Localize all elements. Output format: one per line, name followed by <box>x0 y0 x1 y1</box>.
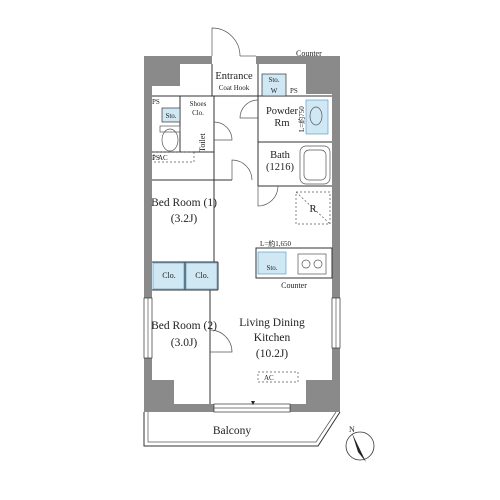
bath-size-label: (1216) <box>266 162 294 173</box>
counter-kitchen-label: Counter <box>281 281 307 290</box>
shoes-clo-label: Clo. <box>192 109 204 117</box>
coat-hook-label: Coat Hook <box>219 84 250 92</box>
kitchen-dim-label: L=約1,650 <box>260 239 291 248</box>
powder-dim-label: L=約750 <box>297 106 306 132</box>
outer-walls <box>144 56 340 412</box>
doors <box>209 27 279 353</box>
entrance-label: Entrance <box>215 71 253 82</box>
sto-w-label: Sto. <box>268 76 279 84</box>
north-label: N <box>349 425 355 434</box>
interior-walls <box>152 64 333 404</box>
clo-a-label: Clo. <box>162 271 176 280</box>
toilet-label: Toilet <box>198 133 207 152</box>
bedroom1-label: Bed Room (1) <box>151 197 217 209</box>
balcony-label: Balcony <box>213 425 252 437</box>
fixtures <box>152 73 331 383</box>
ldk-label-line2: Kitchen <box>254 332 291 344</box>
ac-left-label: AC <box>158 154 168 162</box>
refrigerator-label: R <box>309 204 316 215</box>
bedroom2-label: Bed Room (2) <box>151 320 217 332</box>
north-arrow: N <box>345 425 375 462</box>
sto-left-label: Sto. <box>165 112 176 120</box>
ps-left-label: PS <box>152 98 160 106</box>
compass-needle-icon <box>352 433 366 462</box>
ldk-size-label: (10.2J) <box>256 348 288 360</box>
shoes-label: Shoes <box>190 100 207 108</box>
room-labels: Entrance Coat Hook Sto. W Counter PS PS … <box>151 49 322 437</box>
balcony-outline <box>143 411 341 447</box>
bedroom2-size-label: (3.0J) <box>171 337 198 349</box>
bath-label: Bath <box>270 150 291 161</box>
windows <box>143 297 341 413</box>
clo-b-label: Clo. <box>195 271 209 280</box>
counter-top-label: Counter <box>296 49 322 58</box>
ps-left2-label: PS <box>152 154 160 162</box>
ac-ldk-label: AC <box>264 374 274 382</box>
powder-rm-label: Rm <box>274 118 289 129</box>
powder-label: Powder <box>266 106 299 117</box>
ps-top-label: PS <box>290 87 298 95</box>
bedroom1-size-label: (3.2J) <box>171 213 198 225</box>
ldk-label-line1: Living Dining <box>239 317 305 329</box>
kitchen-sto-label: Sto. <box>266 264 277 272</box>
w-label: W <box>271 87 278 95</box>
